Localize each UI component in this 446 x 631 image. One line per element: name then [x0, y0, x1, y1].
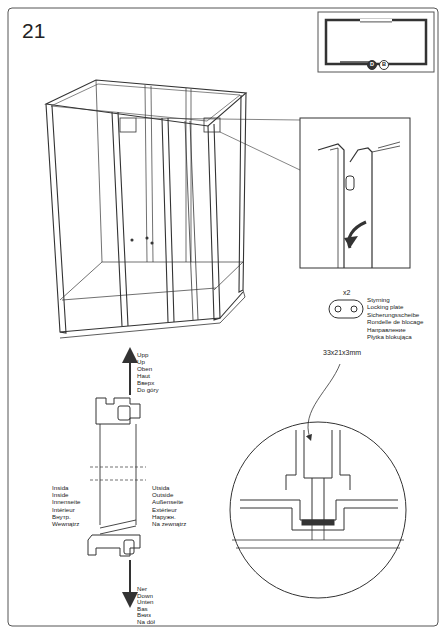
direction-label: Ner	[137, 586, 147, 592]
direction-label: Oben	[137, 366, 152, 372]
callout-letter: D	[370, 62, 374, 68]
side-label: Inside	[52, 492, 69, 498]
callout-letter: B	[382, 62, 386, 68]
direction-label: Unten	[137, 599, 154, 605]
detail-callout	[300, 118, 410, 268]
direction-label: Вниз	[137, 612, 151, 618]
side-label: Wewnątrz	[52, 521, 79, 527]
plan-view	[318, 12, 434, 72]
page-frame	[8, 8, 438, 626]
locking-plate	[308, 300, 363, 438]
side-label: Наружн.	[152, 514, 176, 520]
quantity: x2	[343, 289, 350, 296]
side-label: Extérieur	[152, 507, 177, 513]
part-name: Styrning	[367, 297, 390, 303]
direction-label: Up	[137, 359, 145, 365]
dimension: 33x21x3mm	[323, 349, 361, 356]
direction-label: Upp	[137, 352, 148, 358]
direction-label: Bas	[137, 606, 148, 612]
side-label: Utsida	[152, 485, 170, 491]
side-label: Intérieur	[52, 507, 75, 513]
part-name: Sicherungsscheibe	[367, 312, 419, 318]
detail-leaders	[136, 118, 300, 170]
side-label: Na zewnątrz	[152, 521, 186, 527]
direction-label: Down	[137, 593, 153, 599]
side-label: Außenseite	[152, 499, 183, 505]
side-label: Outside	[152, 492, 173, 498]
part-name: Płytka blokująca	[367, 334, 412, 340]
part-name: Locking plate	[367, 304, 403, 310]
part-name: Направление	[367, 327, 406, 333]
direction-label: Do góry	[137, 387, 159, 393]
side-label: Innenseite	[52, 499, 81, 505]
step-number: 21	[22, 20, 45, 41]
direction-label: Вверх	[137, 380, 154, 386]
side-label: Внутр.	[52, 514, 71, 520]
profile-detail	[230, 422, 406, 598]
side-label: Insida	[52, 485, 69, 491]
direction-label: Haut	[137, 373, 150, 379]
direction-label: Na dół	[137, 619, 155, 625]
part-name: Rondelle de blocage	[367, 319, 423, 325]
